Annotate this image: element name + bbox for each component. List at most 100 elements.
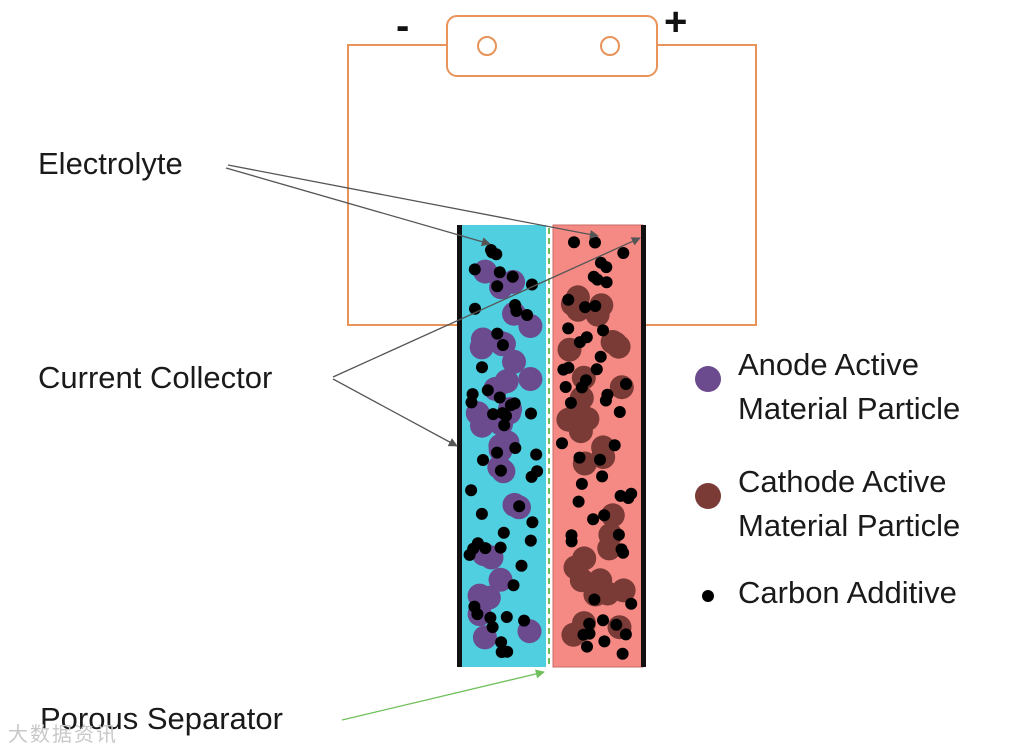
carbon-particle	[594, 453, 606, 466]
collector-arrow-anode	[332, 378, 458, 447]
carbon-particle	[613, 406, 626, 418]
carbon-particle	[620, 378, 632, 390]
carbon-particle	[496, 339, 509, 351]
cathode-particle	[598, 522, 623, 547]
carbon-particle	[579, 301, 592, 314]
carbon-particle	[557, 363, 570, 376]
electrolyte-arrow-cathode	[227, 164, 599, 239]
carbon-particle	[494, 541, 507, 554]
electrolyte-arrow-anode	[225, 167, 491, 247]
watermark-text: 大数据资讯	[8, 724, 118, 746]
carbon-particle	[577, 628, 590, 641]
carbon-particle	[525, 407, 537, 420]
carbon-particle	[568, 236, 580, 249]
carbon-particle	[504, 399, 517, 412]
carbon-particle	[600, 261, 613, 274]
anode-particle	[476, 585, 501, 610]
cathode-current-collector	[641, 225, 646, 667]
carbon-particle	[564, 396, 577, 409]
carbon-particle	[601, 388, 614, 401]
carbon-particle	[596, 470, 609, 483]
carbon-particle	[491, 280, 504, 293]
separator-arrow	[341, 669, 545, 721]
carbon-particle	[521, 309, 534, 321]
legend-carbon-label: Carbon Additive	[738, 575, 957, 610]
circuit-wire-left	[347, 44, 461, 326]
cathode-particle	[600, 503, 625, 528]
battery-load-box	[446, 15, 658, 77]
carbon-particle	[493, 391, 506, 404]
porous-separator-label: Porous Separator	[40, 701, 283, 736]
carbon-particle	[572, 495, 585, 508]
anode-particle	[488, 567, 513, 592]
anode-particle	[470, 327, 495, 352]
cathode-particle	[559, 406, 584, 431]
carbon-particle	[500, 409, 512, 422]
carbon-particle	[619, 628, 632, 641]
carbon-particle	[575, 477, 588, 490]
carbon-particle	[498, 419, 511, 432]
terminal-negative-circle	[477, 36, 497, 56]
carbon-particle	[497, 526, 510, 539]
cathode-particle	[603, 331, 628, 356]
terminal-positive-label: +	[664, 0, 688, 44]
carbon-particle	[476, 361, 488, 374]
carbon-particle	[597, 324, 609, 337]
carbon-particle	[598, 509, 611, 522]
carbon-particle	[500, 611, 513, 623]
carbon-particle	[510, 305, 523, 317]
carbon-particle	[590, 363, 603, 376]
cathode-particle	[561, 622, 586, 647]
carbon-particle	[565, 529, 578, 542]
carbon-particle	[506, 270, 519, 283]
carbon-particle	[589, 300, 602, 312]
carbon-particle	[471, 608, 484, 621]
carbon-particle	[530, 448, 543, 461]
carbon-particle	[559, 381, 572, 393]
carbon-particle	[616, 647, 629, 660]
circuit-wire-right	[643, 44, 757, 326]
carbon-particle	[518, 614, 531, 627]
carbon-particle	[597, 614, 609, 627]
carbon-particle	[509, 442, 522, 454]
carbon-particle	[581, 640, 593, 653]
carbon-particle	[600, 276, 613, 289]
anode-particle	[518, 367, 543, 391]
carbon-particle	[491, 327, 504, 340]
legend-anode-swatch	[695, 366, 721, 392]
carbon-particle	[617, 546, 630, 559]
anode-current-collector	[457, 225, 462, 667]
carbon-particle	[591, 273, 604, 286]
carbon-particle	[490, 248, 503, 261]
carbon-particle	[573, 451, 586, 464]
anode-particle	[502, 349, 526, 374]
legend-cathode-label: Cathode Active Material Particle	[738, 464, 961, 543]
carbon-particle	[491, 446, 504, 459]
carbon-additive-particles	[463, 236, 638, 660]
carbon-particle	[612, 528, 625, 541]
carbon-particle	[468, 263, 481, 276]
carbon-particle	[484, 611, 497, 624]
carbon-particle	[486, 621, 499, 634]
carbon-particle	[625, 487, 638, 500]
carbon-particle	[598, 635, 611, 648]
carbon-particle	[507, 579, 520, 592]
carbon-particle	[526, 516, 539, 529]
carbon-particle	[465, 484, 478, 497]
legend-carbon-swatch	[702, 590, 714, 602]
carbon-particle	[589, 236, 601, 249]
electrolyte-label: Electrolyte	[38, 146, 183, 181]
carbon-particle	[471, 537, 484, 550]
carbon-particle	[513, 500, 526, 513]
carbon-particle	[525, 470, 538, 483]
carbon-particle	[588, 593, 601, 606]
cathode-particle	[588, 568, 613, 593]
legend-cathode-swatch	[695, 483, 721, 509]
carbon-particle	[493, 266, 506, 279]
carbon-particle	[481, 384, 494, 397]
carbon-particle	[477, 454, 489, 466]
collector-arrow-cathode	[332, 237, 641, 378]
carbon-particle	[487, 408, 500, 421]
carbon-particle	[495, 646, 508, 658]
